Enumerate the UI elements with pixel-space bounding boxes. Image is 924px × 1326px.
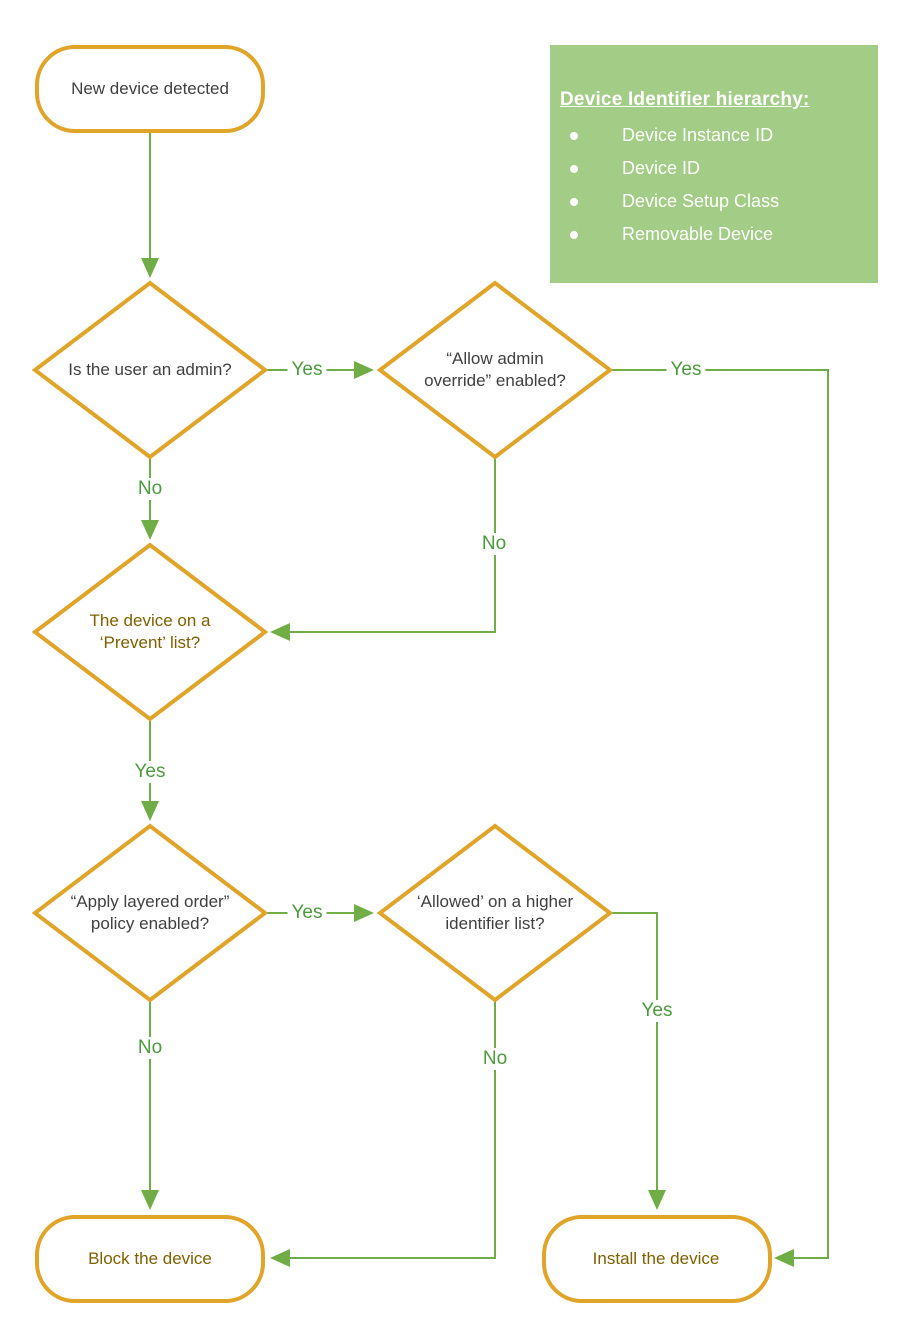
legend-title: Device Identifier hierarchy:: [560, 89, 810, 110]
legend-item: Device Setup Class: [560, 185, 866, 218]
edge-label-d2-yes: Yes: [666, 359, 706, 381]
edge-label-d1-yes: Yes: [287, 359, 327, 381]
decision-prevent-list-shape: [31, 542, 269, 722]
decision-admin-shape: [31, 280, 269, 460]
bullet-icon: [570, 231, 578, 239]
legend-item-label: Device ID: [622, 158, 701, 178]
edge-label-d4-yes: Yes: [287, 902, 327, 924]
decision-admin-override-shape: [376, 280, 614, 460]
start-node-label: New device detected: [71, 78, 229, 98]
legend-item-label: Removable Device: [622, 224, 774, 244]
decision-higher-identifier-shape: [376, 823, 614, 1003]
edge-d2-yes-to-install: [610, 369, 829, 1267]
legend-item-label: Device Setup Class: [622, 191, 780, 211]
decision-layered-order-shape: [31, 823, 269, 1003]
bullet-icon: [570, 198, 578, 206]
legend-list: Device Instance ID Device ID Device Setu…: [560, 119, 866, 251]
edge-label-d5-no: No: [478, 1048, 512, 1070]
edge-label-d2-no: No: [477, 533, 511, 555]
edge-d5-yes-to-install: [610, 912, 666, 1210]
bullet-icon: [570, 132, 578, 140]
legend-item: Device Instance ID: [560, 119, 866, 152]
device-identifier-hierarchy-legend: Device Identifier hierarchy: Device Inst…: [550, 45, 878, 283]
install-node-label: Install the device: [592, 1248, 720, 1268]
start-node-shape: [35, 45, 265, 133]
decision-layered-order-label: “Apply layered order” policy enabled?: [70, 891, 230, 933]
edge-d2-no-to-d3: [270, 457, 496, 641]
edge-label-d5-yes: Yes: [637, 1000, 677, 1022]
decision-prevent-list-label: The device on a ‘Prevent’ list?: [89, 610, 211, 652]
legend-item: Removable Device: [560, 218, 866, 251]
legend-item-label: Device Instance ID: [622, 125, 774, 145]
edge-d5-no-to-block: [270, 1000, 496, 1267]
install-node-shape: [542, 1215, 772, 1303]
decision-admin-override-label: “Allow admin override” enabled?: [424, 348, 566, 390]
legend-item: Device ID: [560, 152, 866, 185]
edge-label-d4-no: No: [133, 1037, 167, 1059]
block-node-shape: [35, 1215, 265, 1303]
bullet-icon: [570, 165, 578, 173]
decision-admin-label: Is the user an admin?: [68, 359, 232, 379]
edge-label-d1-no: No: [133, 478, 167, 500]
block-node-label: Block the device: [88, 1248, 212, 1268]
decision-higher-identifier-label: ‘Allowed’ on a higher identifier list?: [416, 891, 574, 933]
edge-label-d3-yes: Yes: [130, 761, 170, 783]
